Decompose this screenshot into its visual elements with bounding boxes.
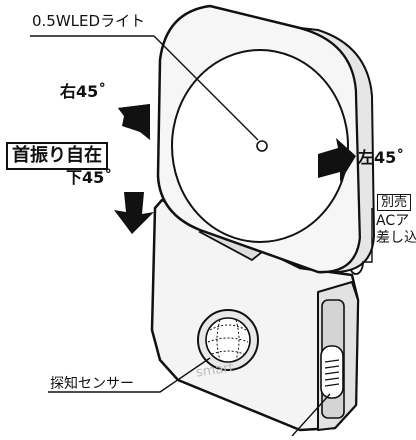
led-leader <box>153 35 259 141</box>
sensor-leader <box>48 357 211 393</box>
arrow-down45-icon <box>114 192 154 234</box>
led-center <box>256 140 268 152</box>
sensor-label: 探知センサー <box>50 376 134 392</box>
slide-switch <box>320 345 344 399</box>
ac-adapter-label: ACア <box>376 213 410 229</box>
left-45-label: 左45˚ <box>358 148 405 167</box>
sensor-dome <box>205 317 251 363</box>
right-45-label: 右45˚ <box>60 82 107 101</box>
down-45-label: 下45˚ <box>66 168 113 187</box>
plug-in-label: 差し込 <box>376 230 416 246</box>
led-light-label: 0.5WLEDライト <box>32 12 146 30</box>
lamp-head-side <box>299 27 375 274</box>
ac-leader <box>362 208 373 263</box>
arrow-left45-icon <box>318 138 356 182</box>
sold-separately-label: 別売 <box>377 194 412 211</box>
swivel-badge: 首振り自在 <box>6 142 108 170</box>
